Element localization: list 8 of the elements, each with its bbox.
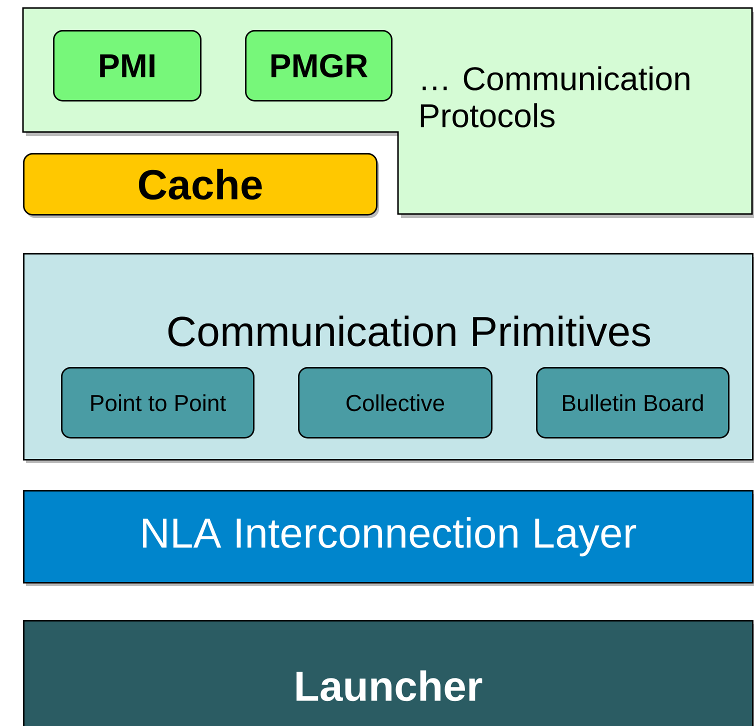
primitive-box: Bulletin Board bbox=[536, 367, 730, 438]
cache-box: Cache bbox=[23, 153, 379, 218]
primitive-box: Point to Point bbox=[61, 367, 254, 438]
module-box: PMI bbox=[53, 30, 202, 102]
module-box: PMGR bbox=[245, 30, 392, 102]
primitive-box: Collective bbox=[298, 367, 492, 438]
layer-box: Launcher bbox=[23, 620, 754, 726]
layer-box: NLA Interconnection Layer bbox=[23, 490, 754, 586]
